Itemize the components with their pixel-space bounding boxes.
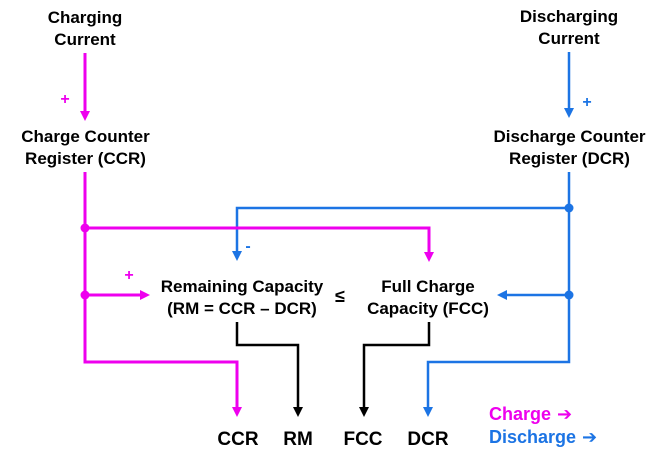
less-equal-comparator: ≤ (335, 286, 345, 306)
discharge-counter-register-label: Discharge Counter Register (DCR) (493, 127, 646, 168)
dcr-junction-dot-top (564, 203, 574, 213)
legend-charge-row: Charge➔ (489, 403, 597, 426)
charging-current-label: Charging Current (47, 8, 123, 49)
discharge-wires (232, 52, 574, 417)
output-rm-label: RM (283, 429, 313, 450)
legend-discharge-label: Discharge (489, 427, 577, 447)
ccr-junction-dot-mid (80, 290, 90, 300)
result-wires (235, 322, 431, 417)
remaining-capacity-label: Remaining Capacity (RM = CCR – DCR) (160, 277, 324, 318)
charge-plus-sign-mid: + (124, 267, 134, 284)
rm-to-output-wire (235, 322, 303, 417)
fcc-to-output-wire (359, 322, 431, 417)
ccr-junction-dot-top (80, 223, 90, 233)
discharge-plus-sign-top: + (582, 94, 592, 111)
charge-counter-register-label: Charge Counter Register (CCR) (21, 127, 150, 168)
charge-wires (80, 53, 434, 417)
ccr-to-output-wire (83, 172, 242, 417)
dcr-junction-dot-mid (564, 290, 574, 300)
full-charge-capacity-label: Full Charge Capacity (FCC) (367, 277, 489, 318)
discharge-arrow-icon: ➔ (582, 427, 598, 448)
legend-discharge-row: Discharge➔ (489, 426, 597, 449)
charge-plus-sign-top: + (60, 91, 70, 108)
dcr-subtract-into-rm-wire (232, 206, 569, 261)
discharging-current-label: Discharging Current (519, 7, 619, 48)
ccr-into-fcc-wire (85, 226, 434, 262)
junction-dots (80, 203, 574, 300)
output-dcr-label: DCR (407, 429, 449, 450)
legend: Charge➔ Discharge➔ (489, 403, 597, 449)
legend-charge-label: Charge (489, 404, 552, 424)
output-fcc-label: FCC (343, 429, 383, 450)
discharge-minus-sign: - (245, 238, 251, 255)
dcr-to-output-wire (423, 172, 571, 417)
charge-arrow-icon: ➔ (557, 404, 573, 425)
output-ccr-label: CCR (217, 429, 259, 450)
